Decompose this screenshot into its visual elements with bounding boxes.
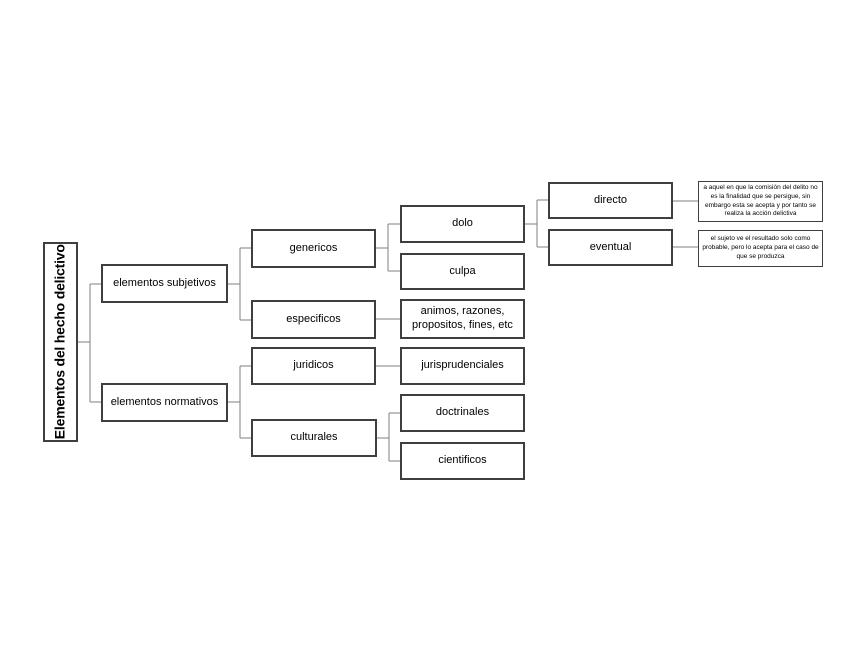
node-juridicos-label: juridicos (293, 359, 334, 372)
node-animos-razones: animos, razones, propositos, fines, etc (400, 299, 525, 339)
node-especificos: especificos (251, 300, 376, 339)
node-doctrinales-label: doctrinales (435, 406, 490, 419)
node-genericos: genericos (251, 229, 376, 268)
node-elementos-subjetivos-label: elementos subjetivos (113, 276, 216, 289)
connector-subjetivos-to-children (228, 247, 251, 321)
node-jurisprudenciales-label: jurisprudenciales (421, 359, 504, 372)
node-elementos-subjetivos: elementos subjetivos (101, 264, 228, 303)
node-directo-label: directo (593, 193, 628, 206)
node-culpa: culpa (400, 253, 525, 290)
node-cientificos-label: cientificos (438, 454, 487, 467)
node-doctrinales: doctrinales (400, 394, 525, 432)
connector-normativos-to-children (228, 365, 251, 439)
node-animos-razones-label: animos, razones, propositos, fines, etc (412, 305, 513, 331)
node-directo: directo (548, 182, 673, 219)
node-eventual-description-text: el sujeto ve el resultado solo como prob… (702, 235, 819, 260)
node-cientificos: cientificos (400, 442, 525, 480)
node-dolo: dolo (400, 205, 525, 243)
node-eventual: eventual (548, 229, 673, 266)
node-especificos-label: especificos (286, 312, 341, 325)
node-genericos-label: genericos (289, 241, 338, 254)
node-culturales-label: culturales (290, 431, 338, 444)
node-eventual-label: eventual (589, 240, 632, 253)
node-juridicos: juridicos (251, 347, 376, 385)
node-eventual-description: el sujeto ve el resultado solo como prob… (698, 230, 823, 267)
node-directo-description-text: a aquel en que la comisión del delito no… (703, 183, 818, 218)
connector-culturales-to-children (377, 412, 400, 462)
connector-genericos-to-children (376, 223, 400, 272)
node-jurisprudenciales: jurisprudenciales (400, 347, 525, 385)
node-elementos-normativos-label: elementos normativos (110, 395, 219, 408)
node-dolo-label: dolo (452, 217, 473, 230)
node-culpa-label: culpa (449, 264, 476, 277)
node-directo-description: a aquel en que la comisión del delito no… (698, 181, 823, 222)
connector-dolo-to-children (525, 199, 548, 248)
node-elementos-normativos: elementos normativos (101, 383, 228, 422)
node-culturales: culturales (251, 419, 377, 457)
node-root-label: Elementos del hecho delictivo (51, 244, 68, 440)
node-root: Elementos del hecho delictivo (43, 242, 78, 442)
connector-root-to-elementos (78, 283, 101, 403)
